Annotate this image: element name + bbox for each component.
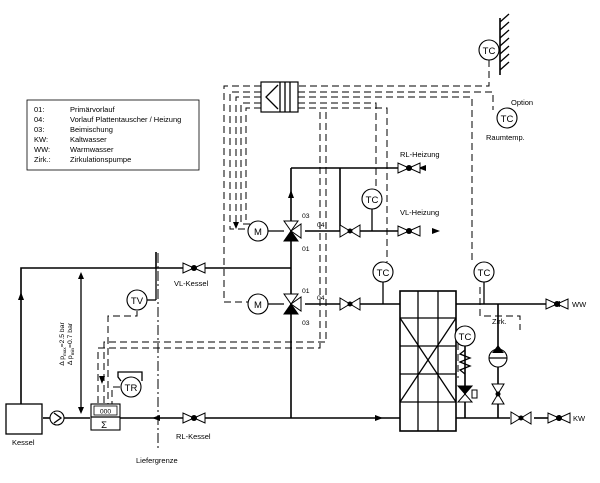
port-label: 01 — [302, 288, 310, 295]
check-valve-upper — [339, 224, 361, 238]
tr-label: TR — [125, 383, 138, 394]
motor-label: M — [254, 227, 262, 238]
legend-code: 03: — [34, 125, 44, 134]
boiler-body — [5, 403, 43, 435]
tc-instruments: TC TC TC TC — [361, 188, 495, 347]
legend-text: Kaltwasser — [70, 135, 107, 144]
tc-vl-heizung — [361, 188, 383, 210]
tc-he-side — [454, 325, 476, 347]
controller-unit — [260, 81, 299, 113]
legend-text: Warmwasser — [70, 145, 114, 154]
check-valve-kw — [510, 411, 532, 425]
legend-text: Zirkulationspumpe — [70, 155, 131, 164]
boiler-pump — [49, 410, 65, 426]
tv-sensor — [126, 289, 148, 311]
svg-text:Δ pmin=0.7 bar: Δ pmin=0.7 bar — [67, 322, 75, 365]
tc-label: TC — [483, 46, 496, 57]
rl-kessel-label: RL-Kessel — [176, 432, 211, 441]
boiler: Kessel — [5, 403, 65, 447]
room-thermostat-group: TC TC Option Raumtemp. — [478, 13, 533, 142]
zirk-label: Zirk. — [492, 317, 507, 326]
legend: 01: Primärvorlauf 04: Vorlauf Plattentau… — [26, 99, 200, 171]
valve-rl-heizung — [397, 162, 421, 174]
supply-boundary: Liefergrenze — [136, 253, 178, 465]
counter-display: 000 — [100, 409, 112, 416]
tc-label: TC — [501, 114, 514, 125]
svg-text:Δ pmax=2.5 bar: Δ pmax=2.5 bar — [59, 322, 67, 366]
option-label: Option — [511, 98, 533, 107]
valve-kw — [547, 412, 571, 424]
legend-code: KW: — [34, 135, 48, 144]
port-label: 04 — [317, 295, 325, 302]
shutoff-valves — [182, 162, 571, 425]
port-label: 03 — [302, 320, 310, 327]
pressure-diff: Δ pmin=0.7 bar Δ pmax=2.5 bar — [59, 272, 84, 414]
ww-label: WW — [572, 300, 587, 309]
controller-chevron — [265, 84, 279, 110]
vl-heizung-label: VL-Heizung — [400, 208, 439, 217]
tc-label: TC — [459, 332, 472, 343]
tr-sensor-group: TR — [117, 371, 143, 398]
legend-text: Beimischung — [70, 125, 113, 134]
legend-text: Primärvorlauf — [70, 105, 116, 114]
tr-sensor — [120, 376, 142, 398]
tc-he-inlet — [372, 261, 394, 283]
valve-vl-kessel — [182, 262, 206, 274]
tv-valve: TV — [126, 268, 157, 311]
tc-label: TC — [478, 268, 491, 279]
valve-vl-heizung — [397, 225, 421, 237]
legend-frame — [26, 99, 200, 171]
dp-max-value: =2.5 bar — [59, 322, 66, 348]
dp-min-delta: Δ p — [67, 355, 74, 365]
dp-max-delta: Δ p — [59, 356, 66, 366]
control-signal-lines — [97, 60, 521, 405]
primary-supply-pipe — [20, 267, 183, 398]
kessel-label: Kessel — [12, 438, 35, 447]
dp-max-sub: max — [62, 347, 67, 356]
sigma-symbol: Σ — [101, 420, 107, 431]
legend-code: WW: — [34, 145, 50, 154]
liefergrenze-label: Liefergrenze — [136, 456, 178, 465]
valve-rl-kessel — [182, 412, 206, 424]
flow-arrows — [18, 165, 560, 421]
pipe-labels: RL-Heizung VL-Heizung VL-Kessel RL-Kesse… — [174, 150, 587, 441]
motor-lower — [247, 293, 269, 315]
tc-ww-outlet — [473, 261, 495, 283]
check-valve-pump — [491, 383, 505, 405]
motor-upper — [247, 220, 269, 242]
circulation-pump: Zirk. — [488, 317, 508, 368]
legend-code: Zirk.: — [34, 155, 51, 164]
rl-heizung-label: RL-Heizung — [400, 150, 440, 159]
valve-ww — [545, 298, 569, 310]
option-tc-sensor — [496, 107, 518, 129]
dp-min-sub: min — [70, 348, 75, 356]
legend-code: 04: — [34, 115, 44, 124]
tc-label: TC — [366, 195, 379, 206]
relief-valve — [456, 349, 478, 403]
legend-code: 01: — [34, 105, 44, 114]
check-valve-lower — [339, 297, 361, 311]
pipework — [20, 167, 548, 419]
mixing-valve-upper: M 03 04 01 — [247, 213, 325, 253]
heat-exchanger — [399, 290, 457, 432]
heat-meter: 000 Σ — [90, 403, 121, 431]
port-label: 03 — [302, 213, 310, 220]
tc-label: TC — [377, 268, 390, 279]
tv-label: TV — [131, 296, 144, 307]
kw-label: KW — [573, 414, 586, 423]
legend-text: Vorlauf Plattentauscher / Heizung — [70, 115, 181, 124]
wall-hatch — [499, 13, 510, 71]
mixing-valve-lower: M 01 04 03 — [247, 288, 325, 327]
port-label: 04 — [317, 222, 325, 229]
motor-label: M — [254, 300, 262, 311]
raumtemp-label: Raumtemp. — [486, 133, 525, 142]
port-label: 01 — [302, 246, 310, 253]
dp-min-value: =0.7 bar — [67, 322, 74, 348]
vl-kessel-label: VL-Kessel — [174, 279, 209, 288]
